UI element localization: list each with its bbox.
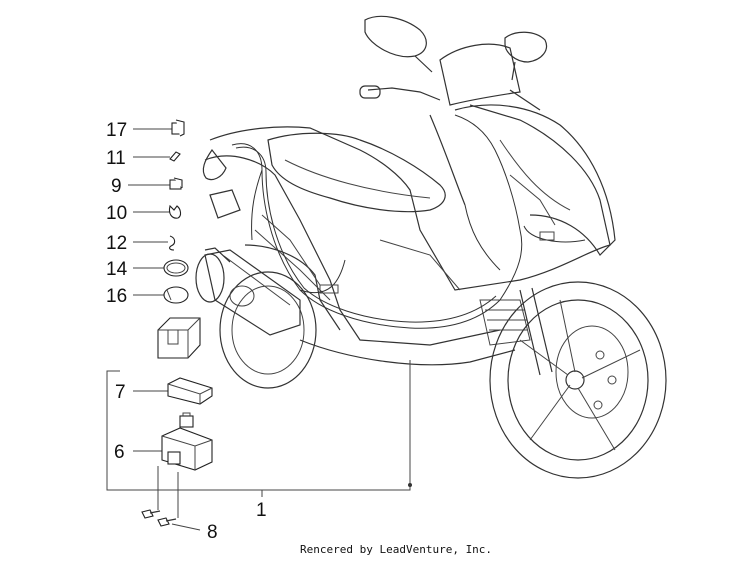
callout-12: 12 [106, 233, 127, 254]
part-12-hook: 12 [106, 233, 176, 254]
part-16-ring-clamp: 16 [106, 286, 189, 307]
assembly-bracket-1: 1 [106, 360, 412, 521]
callout-10: 10 [106, 203, 127, 224]
part-7-pad: 7 [115, 377, 213, 405]
callout-1: 1 [256, 500, 267, 521]
wiring-harness [231, 114, 586, 329]
part-11-tie: 11 [106, 148, 181, 169]
callout-8: 8 [207, 522, 218, 543]
foam-block [157, 317, 201, 359]
tail-light [202, 148, 241, 219]
part-14-ring-clamp: 14 [106, 259, 189, 280]
callout-17: 17 [106, 120, 127, 141]
part-17-clip: 17 [106, 119, 185, 141]
credit-text: Rencered by LeadVenture, Inc. [300, 543, 492, 556]
exhaust-muffler [195, 247, 301, 336]
windscreen-handlebar [359, 43, 541, 111]
part-6-holder: 6 [114, 427, 213, 471]
front-wheel [489, 281, 667, 479]
scooter-body [204, 104, 611, 366]
callout-6: 6 [114, 442, 125, 463]
callout-11: 11 [106, 148, 126, 169]
mirrors [364, 15, 548, 81]
callout-7: 7 [115, 382, 126, 403]
connector-small [179, 412, 194, 428]
callout-14: 14 [106, 259, 128, 280]
part-8-screws: 8 [141, 466, 218, 543]
scooter-illustration [195, 15, 667, 479]
callout-16: 16 [106, 286, 127, 307]
part-9-bracket: 9 [111, 176, 183, 197]
seat [267, 132, 446, 213]
front-fork [519, 287, 553, 376]
small-parts: 17 11 9 10 12 [106, 119, 218, 543]
part-10-clamp: 10 [106, 203, 182, 224]
callout-9: 9 [111, 176, 122, 197]
front-fairing [429, 104, 616, 346]
brake-disc [593, 350, 617, 410]
rear-wheel [219, 271, 317, 389]
